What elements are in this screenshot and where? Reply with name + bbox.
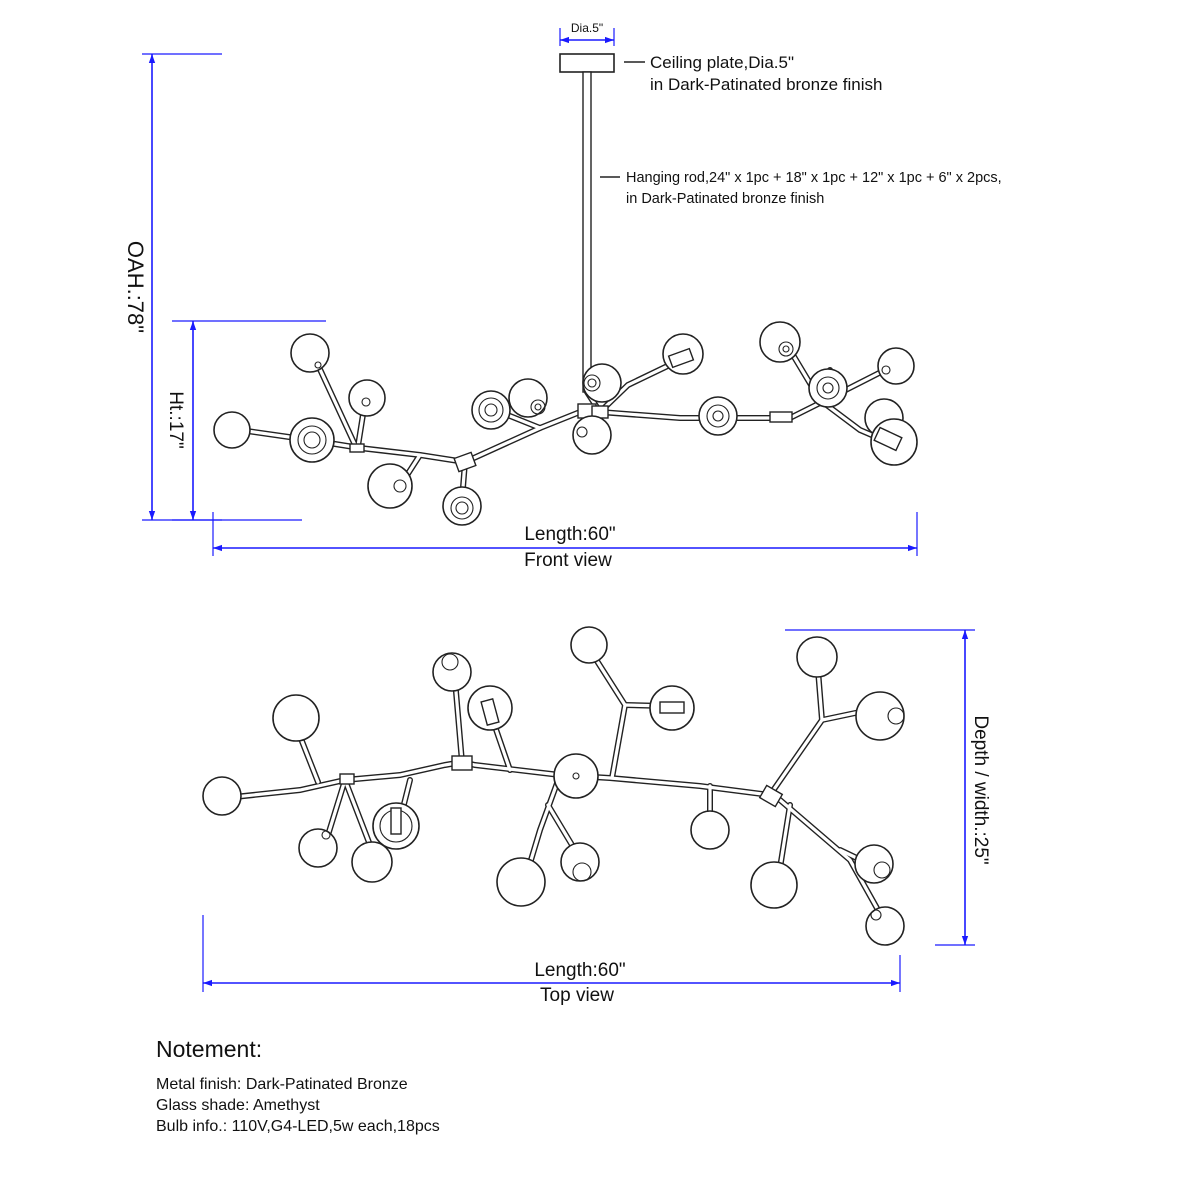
hanging-rod <box>582 71 592 393</box>
front-view-caption: Front view <box>524 550 612 571</box>
top-length-label: Length:60" <box>534 960 625 981</box>
ceiling-plate <box>559 53 615 73</box>
ceiling-plate-finish: in Dark-Patinated bronze finish <box>650 75 882 94</box>
top-globes <box>202 626 905 946</box>
ceiling-dia-label: Dia.5" <box>571 21 603 35</box>
front-view-dimensions: OAH.:78" Ht.:17" Length:60" Front view <box>123 53 918 571</box>
note-glass-shade: Glass shade: Amethyst <box>156 1097 320 1114</box>
depth-label: Depth / width.:25" <box>970 715 991 864</box>
top-view-dimensions: Depth / width.:25" Length:60" Top view <box>202 629 991 1006</box>
front-length-label: Length:60" <box>524 524 615 545</box>
front-view-fixture <box>213 321 918 526</box>
front-globes <box>213 321 918 526</box>
notes-block: Notement: Metal finish: Dark-Patinated B… <box>156 1036 440 1135</box>
note-metal-finish: Metal finish: Dark-Patinated Bronze <box>156 1076 408 1093</box>
note-bulb-info: Bulb info.: 110V,G4-LED,5w each,18pcs <box>156 1118 440 1135</box>
rod-finish: in Dark-Patinated bronze finish <box>626 191 824 207</box>
notes-title: Notement: <box>156 1036 262 1062</box>
oah-label: OAH.:78" <box>123 241 148 333</box>
ceiling-plate-label: Ceiling plate,Dia.5" <box>650 53 794 72</box>
rod-label: Hanging rod,24" x 1pc + 18" x 1pc + 12" … <box>626 170 1002 186</box>
top-view-caption: Top view <box>540 985 614 1006</box>
ht-label: Ht.:17" <box>165 391 186 448</box>
top-view-fixture <box>202 626 905 946</box>
